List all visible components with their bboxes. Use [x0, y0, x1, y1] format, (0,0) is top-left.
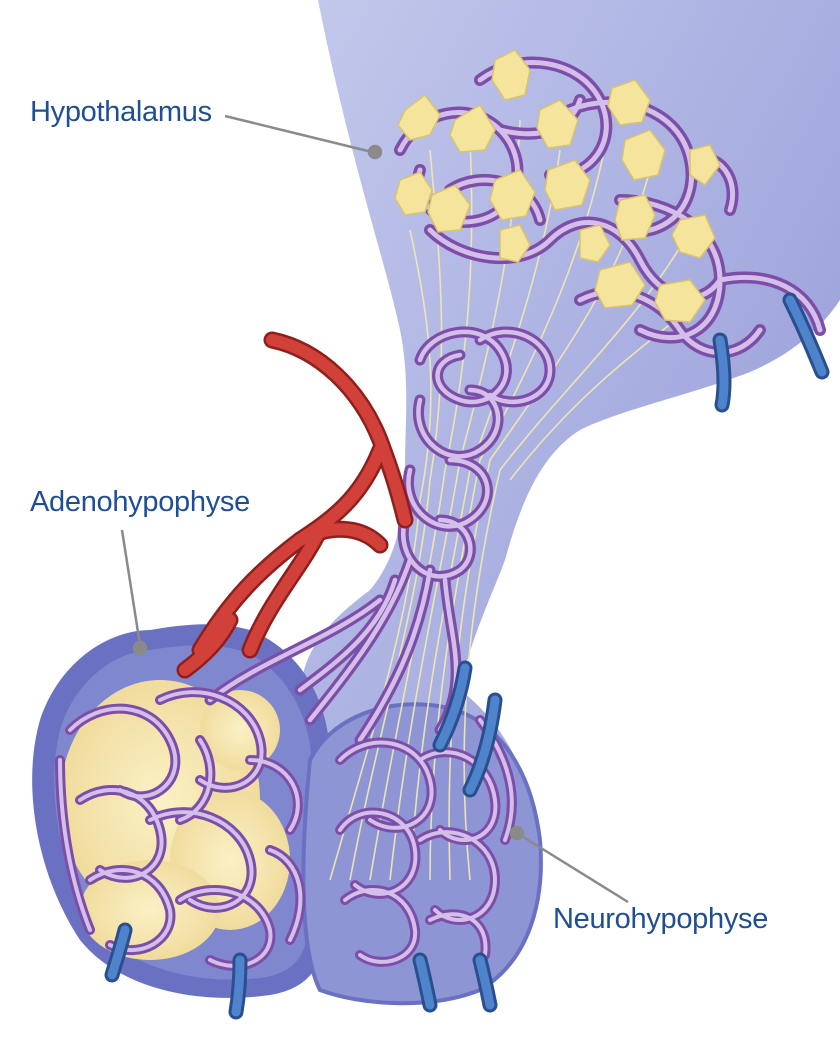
- blood-vessel-icon: [104, 292, 830, 1020]
- leader-line-adenohypophyse: [120, 529, 142, 646]
- leader-dot-hypothalamus: [367, 144, 383, 160]
- leader-lines: [120, 114, 629, 904]
- leader-dot-adenohypophyse: [132, 640, 148, 656]
- artery: [176, 331, 414, 679]
- neuron-cell-icon: [394, 49, 721, 323]
- capillary-network-stalk: [204, 326, 556, 746]
- label-hypothalamus: Hypothalamus: [30, 96, 212, 128]
- label-adenohypophyse: Adenohypophyse: [30, 486, 250, 518]
- leader-dot-neurohypophyse: [509, 825, 525, 841]
- label-neurohypophyse: Neurohypophyse: [553, 903, 769, 935]
- leader-line-neurohypophyse: [519, 833, 629, 904]
- leader-line-hypothalamus: [224, 114, 373, 154]
